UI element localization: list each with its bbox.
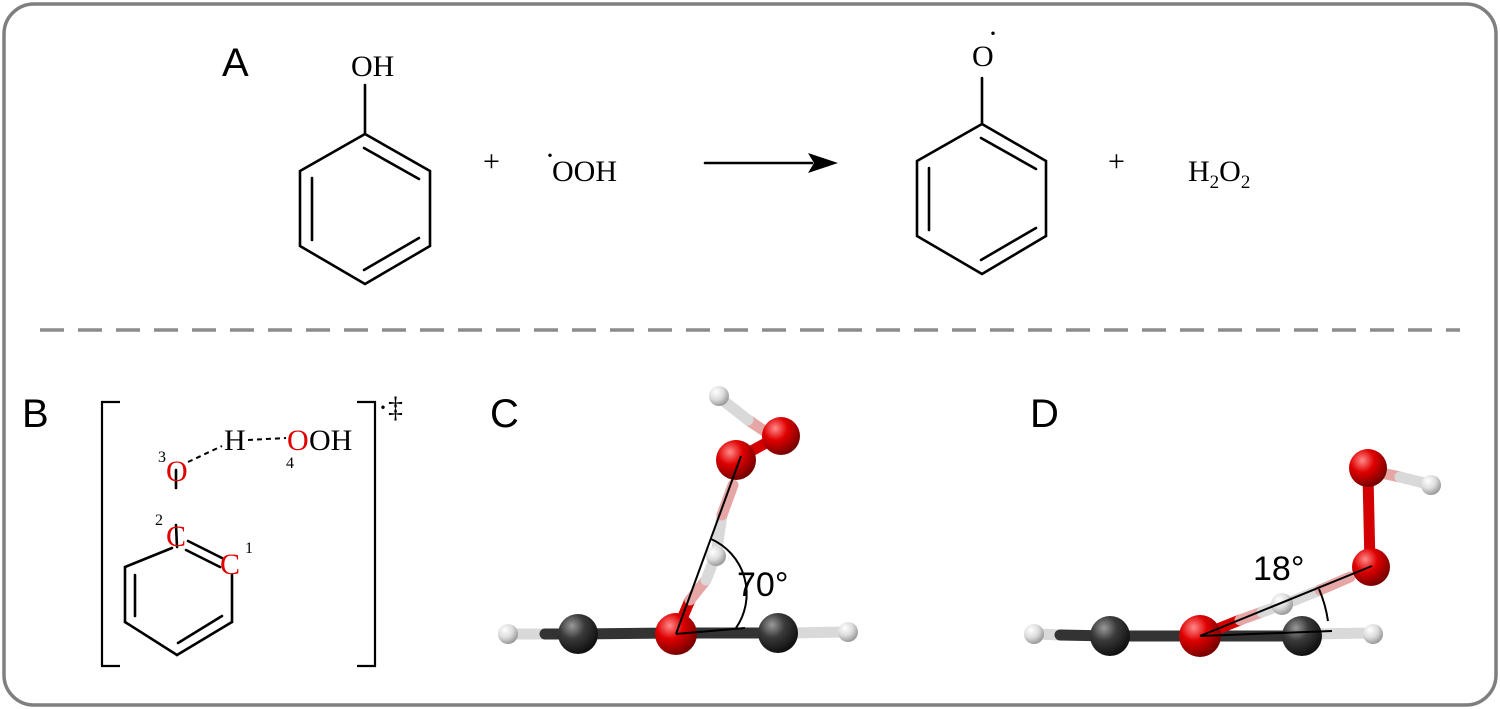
atom-o4-label: O — [287, 424, 309, 457]
carbon-atom — [1090, 616, 1130, 656]
carbon-atom — [558, 614, 598, 654]
atom-c1-label: C — [220, 548, 240, 581]
phenoxy-o-label: O — [972, 40, 994, 73]
left-bracket — [100, 400, 120, 668]
atom-number-1: 1 — [245, 540, 253, 557]
hydrogen-atom — [706, 546, 726, 566]
panel-c: C — [490, 386, 858, 655]
hydrogen-bond-o3-h — [187, 445, 223, 463]
hydrogen-atom — [838, 622, 858, 642]
panel-d-angle-marker — [1199, 565, 1373, 637]
phenol-oh-label: OH — [351, 50, 394, 83]
hydrogen-atom — [1271, 593, 1293, 615]
panel-c-angle-marker — [675, 455, 748, 635]
panel-c-angle-label: 70° — [737, 566, 788, 604]
carbon-atom — [758, 613, 798, 653]
reaction-arrow — [703, 153, 838, 173]
right-bracket — [357, 400, 377, 668]
hydrogen-atom — [709, 386, 729, 406]
hydrogen-peroxide-label: H2O2 — [1188, 155, 1250, 193]
transition-state-mark: ·‡ — [378, 391, 403, 424]
panel-c-atoms — [498, 386, 858, 655]
hydrogen-atom — [498, 624, 518, 644]
carbon-atom — [1282, 616, 1322, 656]
panel-c-label: C — [490, 392, 519, 436]
panel-b-label: B — [22, 392, 49, 436]
plus-sign-1: + — [483, 145, 500, 178]
hydrogen-atom — [1363, 624, 1383, 644]
panel-b: B ·‡ O C C H O OH 3 2 1 4 — [22, 391, 403, 668]
radical-dot-2: · — [988, 17, 998, 50]
panel-d-angle-label: 18° — [1253, 550, 1304, 588]
hydrogen-atom — [1421, 475, 1441, 495]
phenol-structure: OH — [298, 50, 432, 286]
hydroperoxyl-label: OOH — [552, 155, 617, 188]
oxygen-atom — [762, 417, 800, 455]
hydroxyl-label: OH — [309, 424, 352, 457]
hydrogen-atom — [1024, 624, 1044, 644]
plus-sign-2: + — [1108, 145, 1125, 178]
atom-o3-label: O — [166, 455, 188, 488]
panel-a: A OH + · OOH O · + H2 — [222, 17, 1250, 286]
atom-number-4: 4 — [286, 455, 294, 472]
panel-d-atoms — [1024, 449, 1441, 657]
radical-dot-1: · — [545, 139, 555, 172]
panel-d: D — [1024, 392, 1441, 657]
atom-number-2: 2 — [155, 512, 163, 529]
oxygen-atom — [716, 440, 756, 480]
hydrogen-bond-h-o4 — [247, 437, 287, 441]
panel-a-label: A — [222, 41, 249, 85]
atom-number-3: 3 — [158, 449, 166, 466]
oxygen-atom — [1349, 449, 1387, 487]
phenoxy-structure: O · — [915, 17, 1048, 276]
atom-c2-label: C — [166, 520, 186, 553]
atom-h-label: H — [224, 424, 246, 457]
panel-d-label: D — [1030, 392, 1059, 436]
transition-state-ring — [123, 468, 234, 657]
